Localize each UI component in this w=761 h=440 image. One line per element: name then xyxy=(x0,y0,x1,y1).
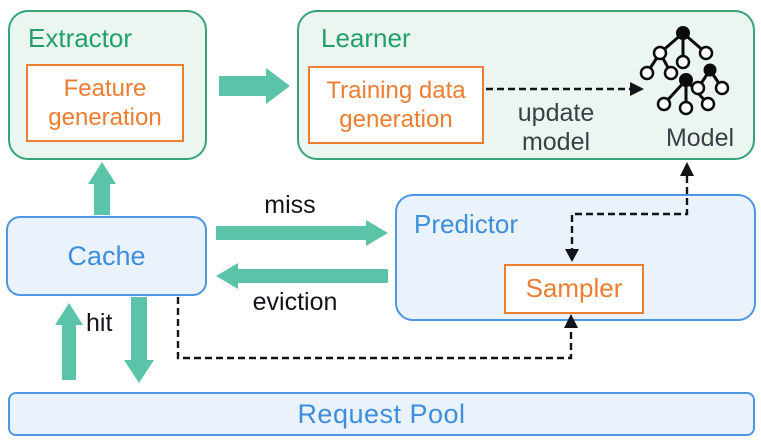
arrow-hit-requestpool-to-cache xyxy=(55,303,83,380)
cache-box: Cache xyxy=(6,216,207,296)
predictor-box: Predictor Sampler xyxy=(395,194,756,321)
extractor-title: Extractor xyxy=(28,23,133,53)
miss-label: miss xyxy=(264,191,316,219)
arrow-cache-to-requestpool xyxy=(124,297,154,383)
arrow-eviction-predictor-to-cache xyxy=(216,263,388,289)
hit-label: hit xyxy=(86,309,113,337)
extractor-box: Extractor Feature generation xyxy=(8,10,207,160)
update-model-label: update model xyxy=(517,99,595,156)
sampler-label: Sampler xyxy=(525,273,623,304)
arrow-extractor-to-learner xyxy=(219,68,290,104)
feature-generation-label: Feature generation xyxy=(48,74,162,131)
request-pool-title: Request Pool xyxy=(297,398,466,429)
model-label: Model xyxy=(665,124,735,152)
arrow-miss-cache-to-predictor xyxy=(216,220,388,246)
arrow-cache-to-extractor xyxy=(88,162,116,215)
learner-title: Learner xyxy=(321,23,411,53)
cache-title: Cache xyxy=(67,240,146,271)
training-data-generation-label: Training data generation xyxy=(326,76,466,133)
arrowhead-into-model-bottom xyxy=(680,162,694,176)
eviction-label: eviction xyxy=(252,288,338,316)
predictor-title: Predictor xyxy=(414,209,519,239)
training-data-generation-box: Training data generation xyxy=(308,66,484,144)
feature-generation-box: Feature generation xyxy=(26,64,184,142)
sampler-box: Sampler xyxy=(504,264,644,314)
request-pool-box: Request Pool xyxy=(8,392,755,436)
